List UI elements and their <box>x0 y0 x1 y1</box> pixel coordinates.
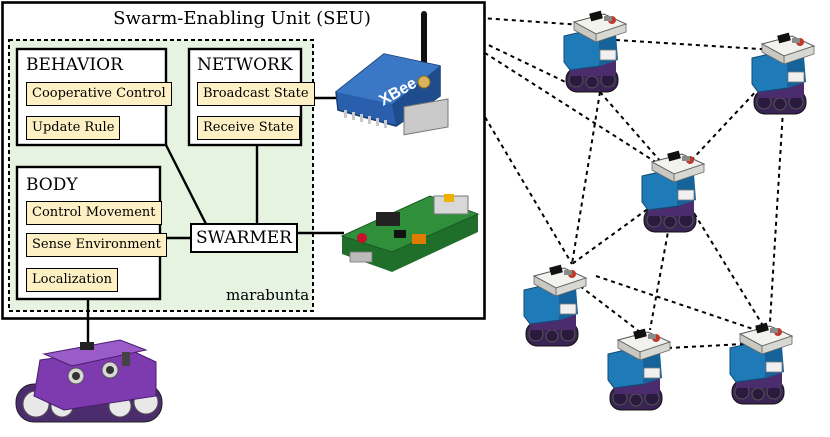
swarm-robots <box>523 10 815 411</box>
link-r4-r6 <box>595 275 757 331</box>
behavior-to-swarmer <box>164 144 208 225</box>
link-r3-r6 <box>685 199 763 325</box>
swarm-robot-5 <box>607 328 671 411</box>
swarm-robot-3 <box>641 150 705 233</box>
link-r2-r6 <box>769 93 785 323</box>
raspberry-pi-board-icon <box>340 98 480 272</box>
body-item-localization: Localization <box>26 268 118 292</box>
network-item-receive-state: Receive State <box>197 116 300 140</box>
behavior-item-update-rule: Update Rule <box>26 116 121 140</box>
network-item-broadcast-state: Broadcast State <box>197 82 315 106</box>
link-r2-r3 <box>685 69 777 167</box>
link-r1-r4 <box>571 91 601 265</box>
swarm-robot-2 <box>751 32 815 115</box>
xbee-radio-module-icon: XBee <box>335 11 441 128</box>
seu-title: Swarm-Enabling Unit (SEU) <box>113 8 371 29</box>
swarm-robot-1 <box>563 10 627 93</box>
body-item-control-movement: Control Movement <box>26 201 162 225</box>
swarm-robot-6 <box>729 322 793 405</box>
link-r4-r5 <box>579 285 641 333</box>
body-title: BODY <box>26 175 78 195</box>
marabunta-label: marabunta <box>226 286 310 304</box>
swarmer-box: SWARMER <box>190 223 298 253</box>
body-item-sense-environment: Sense Environment <box>26 233 167 257</box>
swarm-robot-4 <box>523 264 587 347</box>
behavior-item-cooperative-control: Cooperative Control <box>26 82 172 106</box>
purple-tracked-robot-icon <box>15 339 163 423</box>
behavior-title: BEHAVIOR <box>26 55 123 75</box>
network-title: NETWORK <box>197 55 293 75</box>
link-r1-r2 <box>615 39 777 51</box>
link-r1-r3 <box>599 91 669 171</box>
link-r3-r4 <box>571 199 661 265</box>
link-antenna-r1b <box>423 13 583 91</box>
